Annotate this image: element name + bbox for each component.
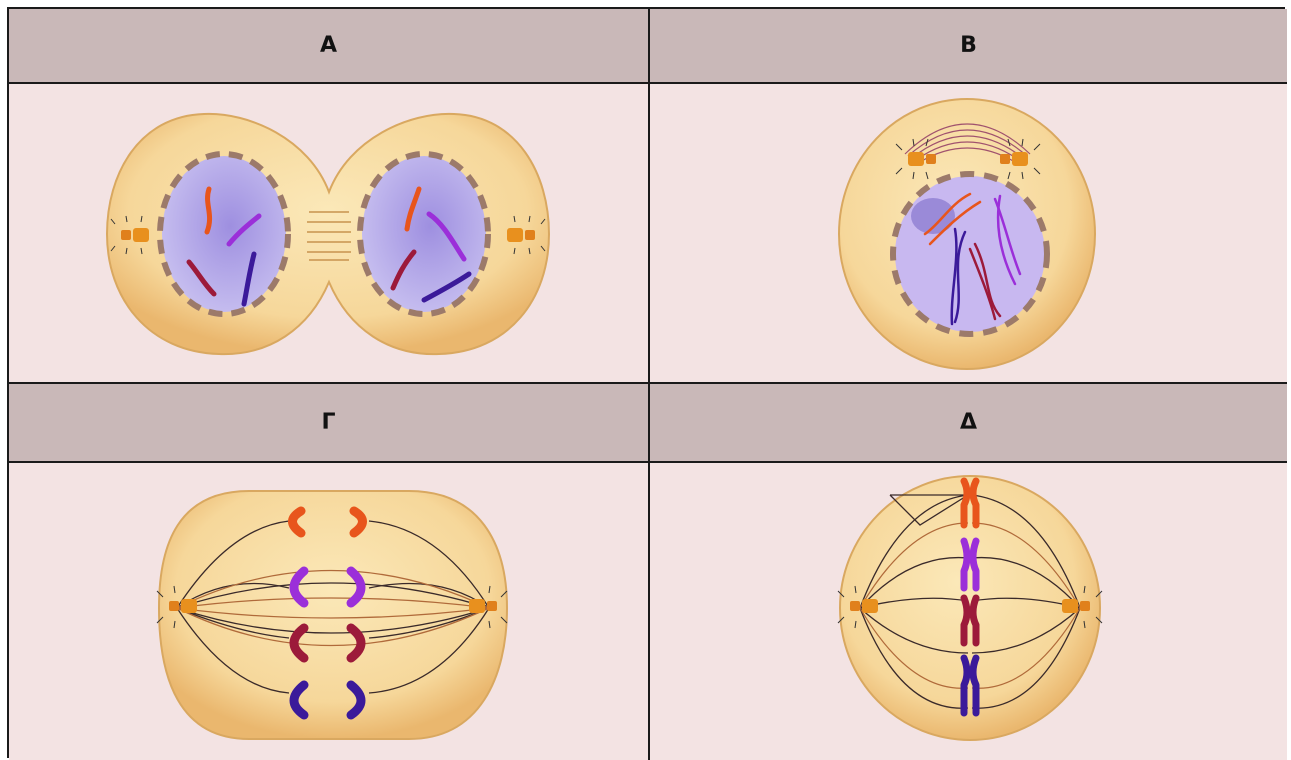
cell-d-image: [650, 463, 1287, 760]
metaphase-illustration: [650, 463, 1287, 760]
cell-a-image: [9, 84, 650, 384]
anaphase-illustration: [9, 463, 648, 760]
header-a: Α: [9, 9, 650, 84]
prophase-illustration: [650, 84, 1287, 382]
telophase-illustration: [9, 84, 648, 382]
header-b: Β: [650, 9, 1287, 84]
stages-table: Α Β: [7, 7, 1285, 758]
cell-g-image: [9, 463, 650, 760]
cell-membrane: [159, 491, 507, 739]
header-g: Γ: [9, 384, 650, 463]
cell-b-image: [650, 84, 1287, 384]
nucleus: [895, 176, 1045, 332]
header-d: Δ: [650, 384, 1287, 463]
